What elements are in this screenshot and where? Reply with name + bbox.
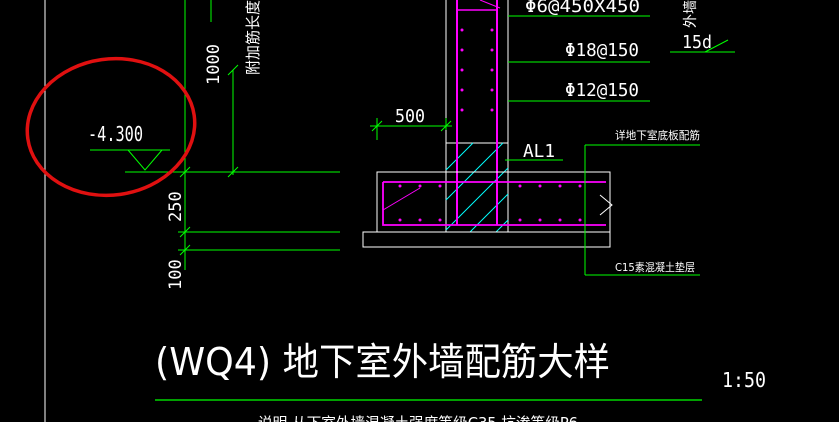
drawing-title: (WQ4) 地下室外墙配筋大样	[155, 340, 610, 384]
drawing-note-partial: 说明 从下室外墙混凝土强度等级C35 抗渗等级P6	[258, 414, 578, 422]
rebar-label-vertical: Φ18@150	[565, 40, 639, 61]
wall-section	[445, 0, 509, 233]
outer-side-label: 外墙	[683, 0, 699, 28]
column-tag-AL1: AL1	[523, 141, 555, 162]
markup-ellipse	[25, 56, 197, 198]
elevation-label: -4.300	[88, 122, 143, 146]
drawing-scale: 1:50	[722, 368, 766, 392]
rebar-label-horizontal: Φ12@150	[565, 80, 639, 101]
plain-concrete-pad-note: C15素混凝土垫层	[615, 260, 695, 274]
elevation-marker	[90, 149, 170, 173]
anchor-length-label: 附加筋长度	[244, 0, 262, 75]
lap-label-15d: 15d	[682, 32, 712, 53]
leader-lines	[370, 15, 735, 276]
rebar-label-stirrup: Φ6@450X450	[525, 0, 640, 17]
dim-label-250: 250	[166, 191, 186, 222]
dimension-chain	[128, 0, 340, 270]
foundation-slab	[362, 171, 613, 248]
slab-reinforcement-note: 详地下室底板配筋	[615, 128, 700, 142]
dim-label-1000: 1000	[204, 44, 224, 85]
dim-label-100: 100	[166, 259, 186, 290]
dim-label-500: 500	[395, 106, 425, 127]
